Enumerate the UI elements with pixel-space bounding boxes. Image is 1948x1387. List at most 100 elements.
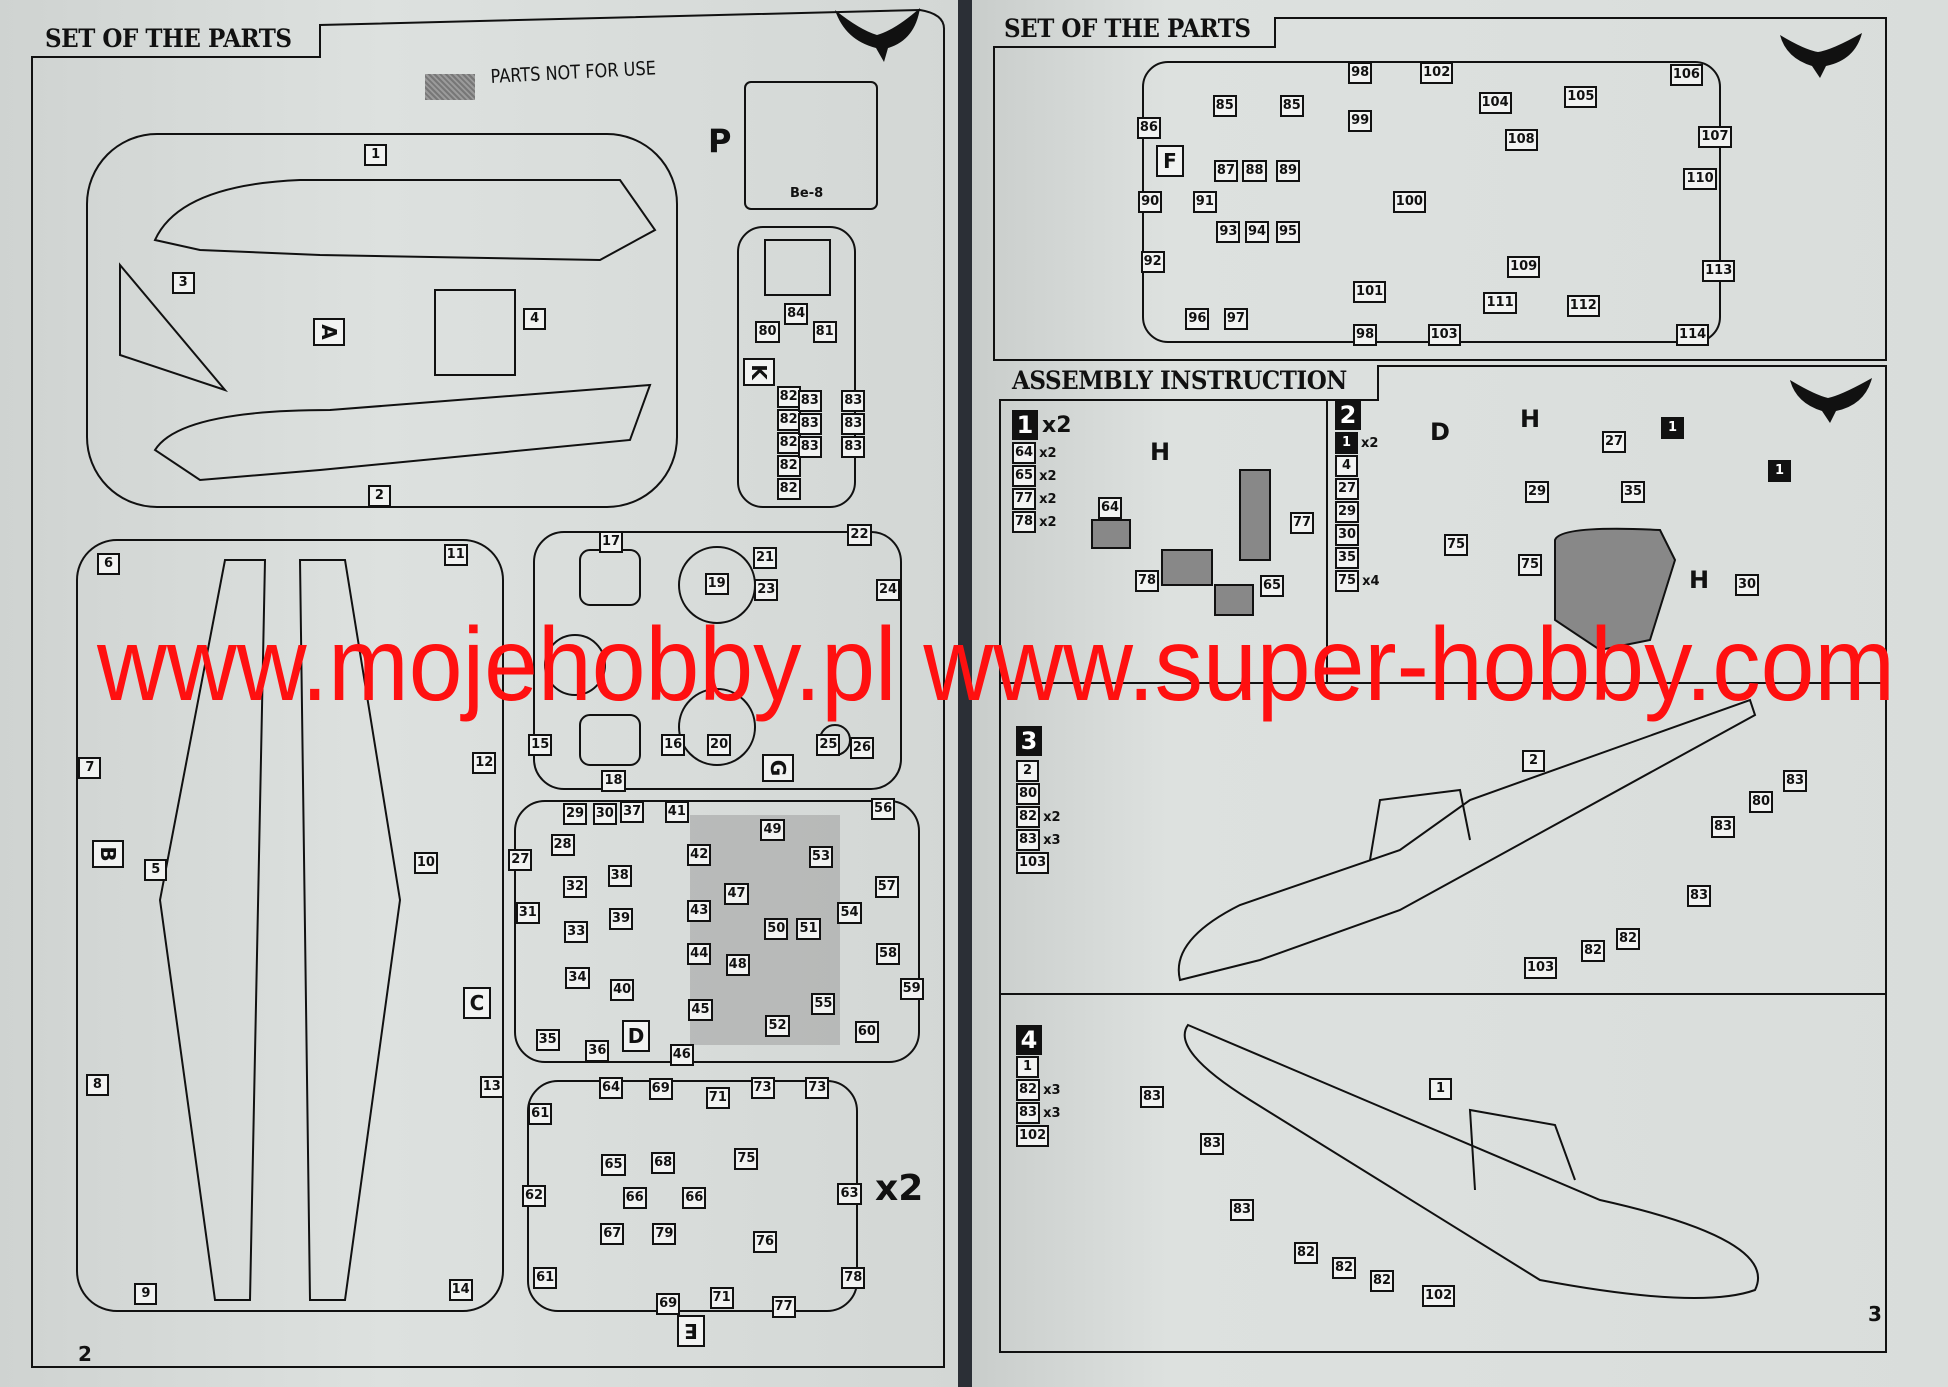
part-number-label: 107 bbox=[1698, 125, 1732, 148]
part-number-label: 6 bbox=[97, 553, 121, 575]
part-number-label: 46 bbox=[669, 1043, 694, 1066]
fuselage-half-part bbox=[153, 179, 657, 262]
part-number-label: 26 bbox=[849, 736, 874, 759]
part-number-label: 50 bbox=[764, 918, 789, 941]
part-number-label: 37 bbox=[620, 801, 645, 824]
eagle-logo-right-assembly bbox=[1790, 378, 1872, 423]
assembly-frame bbox=[999, 365, 1887, 1353]
part-number-label: 82 bbox=[776, 477, 801, 500]
part-number-label: 83 bbox=[841, 435, 866, 458]
eagle-logo-right-top bbox=[1780, 33, 1862, 78]
part-number-label: 71 bbox=[709, 1287, 734, 1310]
part-number-label: 14 bbox=[448, 1278, 473, 1301]
part-number-label: 83 bbox=[1016, 829, 1041, 851]
part-number-label: 73 bbox=[750, 1077, 775, 1100]
fuselage-half-part bbox=[153, 383, 652, 482]
part-number-label: 91 bbox=[1192, 191, 1217, 214]
part-number-label: 3 bbox=[171, 272, 195, 295]
parts-list-item: 35 bbox=[1335, 547, 1380, 569]
part-callout: 82 bbox=[1581, 940, 1606, 962]
step-3-header: 3 bbox=[1016, 726, 1042, 756]
deck-part bbox=[434, 289, 516, 376]
part-number-label: 83 bbox=[797, 412, 822, 435]
part-callout: 83 bbox=[1200, 1133, 1225, 1155]
part-number-label: 83 bbox=[797, 390, 822, 412]
part-callout: 83 bbox=[1783, 770, 1808, 792]
step-4-header: 4 bbox=[1016, 1025, 1042, 1055]
part-callout: 1 bbox=[1661, 417, 1684, 439]
sprue-e-letter: E bbox=[677, 1315, 705, 1347]
part-number-label: 31 bbox=[515, 902, 540, 925]
part-number-label: 65 bbox=[601, 1154, 626, 1177]
part-number-label: 71 bbox=[705, 1087, 730, 1110]
part-number-label: 2 bbox=[1016, 760, 1039, 782]
part-callout: 64 bbox=[1098, 497, 1123, 519]
part-number-label: 18 bbox=[601, 770, 626, 793]
part-number-label: 103 bbox=[1427, 324, 1461, 347]
part-callout: 78 bbox=[1135, 570, 1160, 592]
part-callout: 2 bbox=[1522, 750, 1545, 772]
part-number-label: 86 bbox=[1136, 116, 1161, 139]
part-number-label: 83 bbox=[1016, 1102, 1041, 1124]
part-number-label: 63 bbox=[837, 1182, 862, 1205]
color-callout: H bbox=[1689, 566, 1710, 594]
part-number-label: 21 bbox=[753, 546, 778, 569]
part-number-label: 93 bbox=[1216, 221, 1241, 244]
sprue-a-frame bbox=[86, 133, 678, 508]
part-number-label: 76 bbox=[753, 1231, 778, 1254]
part-number-label: 38 bbox=[607, 864, 632, 887]
part-number-label: 24 bbox=[876, 579, 901, 602]
part-number-label: 69 bbox=[648, 1078, 673, 1101]
tail-part bbox=[119, 262, 229, 393]
part-number-label: 2 bbox=[367, 484, 391, 507]
part-number-label: 33 bbox=[564, 920, 589, 943]
part-number-label: 64 bbox=[598, 1077, 624, 1100]
part-quantity: x3 bbox=[1043, 1105, 1061, 1121]
part-number-label: 29 bbox=[562, 802, 588, 825]
part-quantity: x2 bbox=[1361, 435, 1379, 451]
part-callout: 82 bbox=[1332, 1257, 1357, 1279]
left-page-frame bbox=[31, 8, 946, 1368]
part-number-label: 99 bbox=[1348, 109, 1373, 132]
sprue-bc-frame bbox=[76, 539, 504, 1312]
part-number-label: 5 bbox=[144, 858, 168, 881]
part-number-label: 20 bbox=[707, 734, 732, 757]
part-number-label: 68 bbox=[651, 1151, 676, 1174]
part-number-label: 12 bbox=[472, 751, 497, 774]
part-number-label: 55 bbox=[811, 992, 836, 1015]
part-number-label: 28 bbox=[550, 833, 575, 856]
part-callout: 102 bbox=[1422, 1285, 1456, 1307]
part-number-label: 54 bbox=[837, 902, 862, 925]
sprue-g-frame bbox=[533, 531, 902, 790]
part-number-label: 96 bbox=[1185, 308, 1210, 331]
cowling-part bbox=[579, 549, 641, 606]
part-number-label: 78 bbox=[841, 1267, 866, 1290]
part-number-label: 83 bbox=[797, 435, 822, 458]
part-number-label: 49 bbox=[760, 818, 785, 841]
sprue-e-multiplier: x2 bbox=[875, 1168, 924, 1209]
part-number-label: 75 bbox=[1335, 570, 1360, 592]
part-number-label: 95 bbox=[1276, 221, 1301, 244]
part-number-label: 97 bbox=[1223, 308, 1248, 331]
parts-list-item: 102 bbox=[1016, 1125, 1061, 1147]
part-number-label: 83 bbox=[841, 390, 866, 412]
part-callout: 75 bbox=[1444, 534, 1469, 556]
part-number-label: 1 bbox=[1335, 432, 1358, 454]
sprue-k-letter: K bbox=[743, 358, 775, 386]
part-number-label: 11 bbox=[443, 544, 468, 567]
part-number-label: 78 bbox=[1012, 511, 1037, 533]
part-number-label: 52 bbox=[765, 1015, 790, 1038]
part-number-label: 103 bbox=[1016, 852, 1050, 874]
part-number-label: 65 bbox=[1012, 465, 1037, 487]
sprue-d-letter: D bbox=[622, 1020, 650, 1052]
parts-list-item: 4 bbox=[1335, 455, 1380, 477]
page-number-left: 2 bbox=[78, 1342, 92, 1366]
part-number-label: 8 bbox=[85, 1073, 109, 1096]
